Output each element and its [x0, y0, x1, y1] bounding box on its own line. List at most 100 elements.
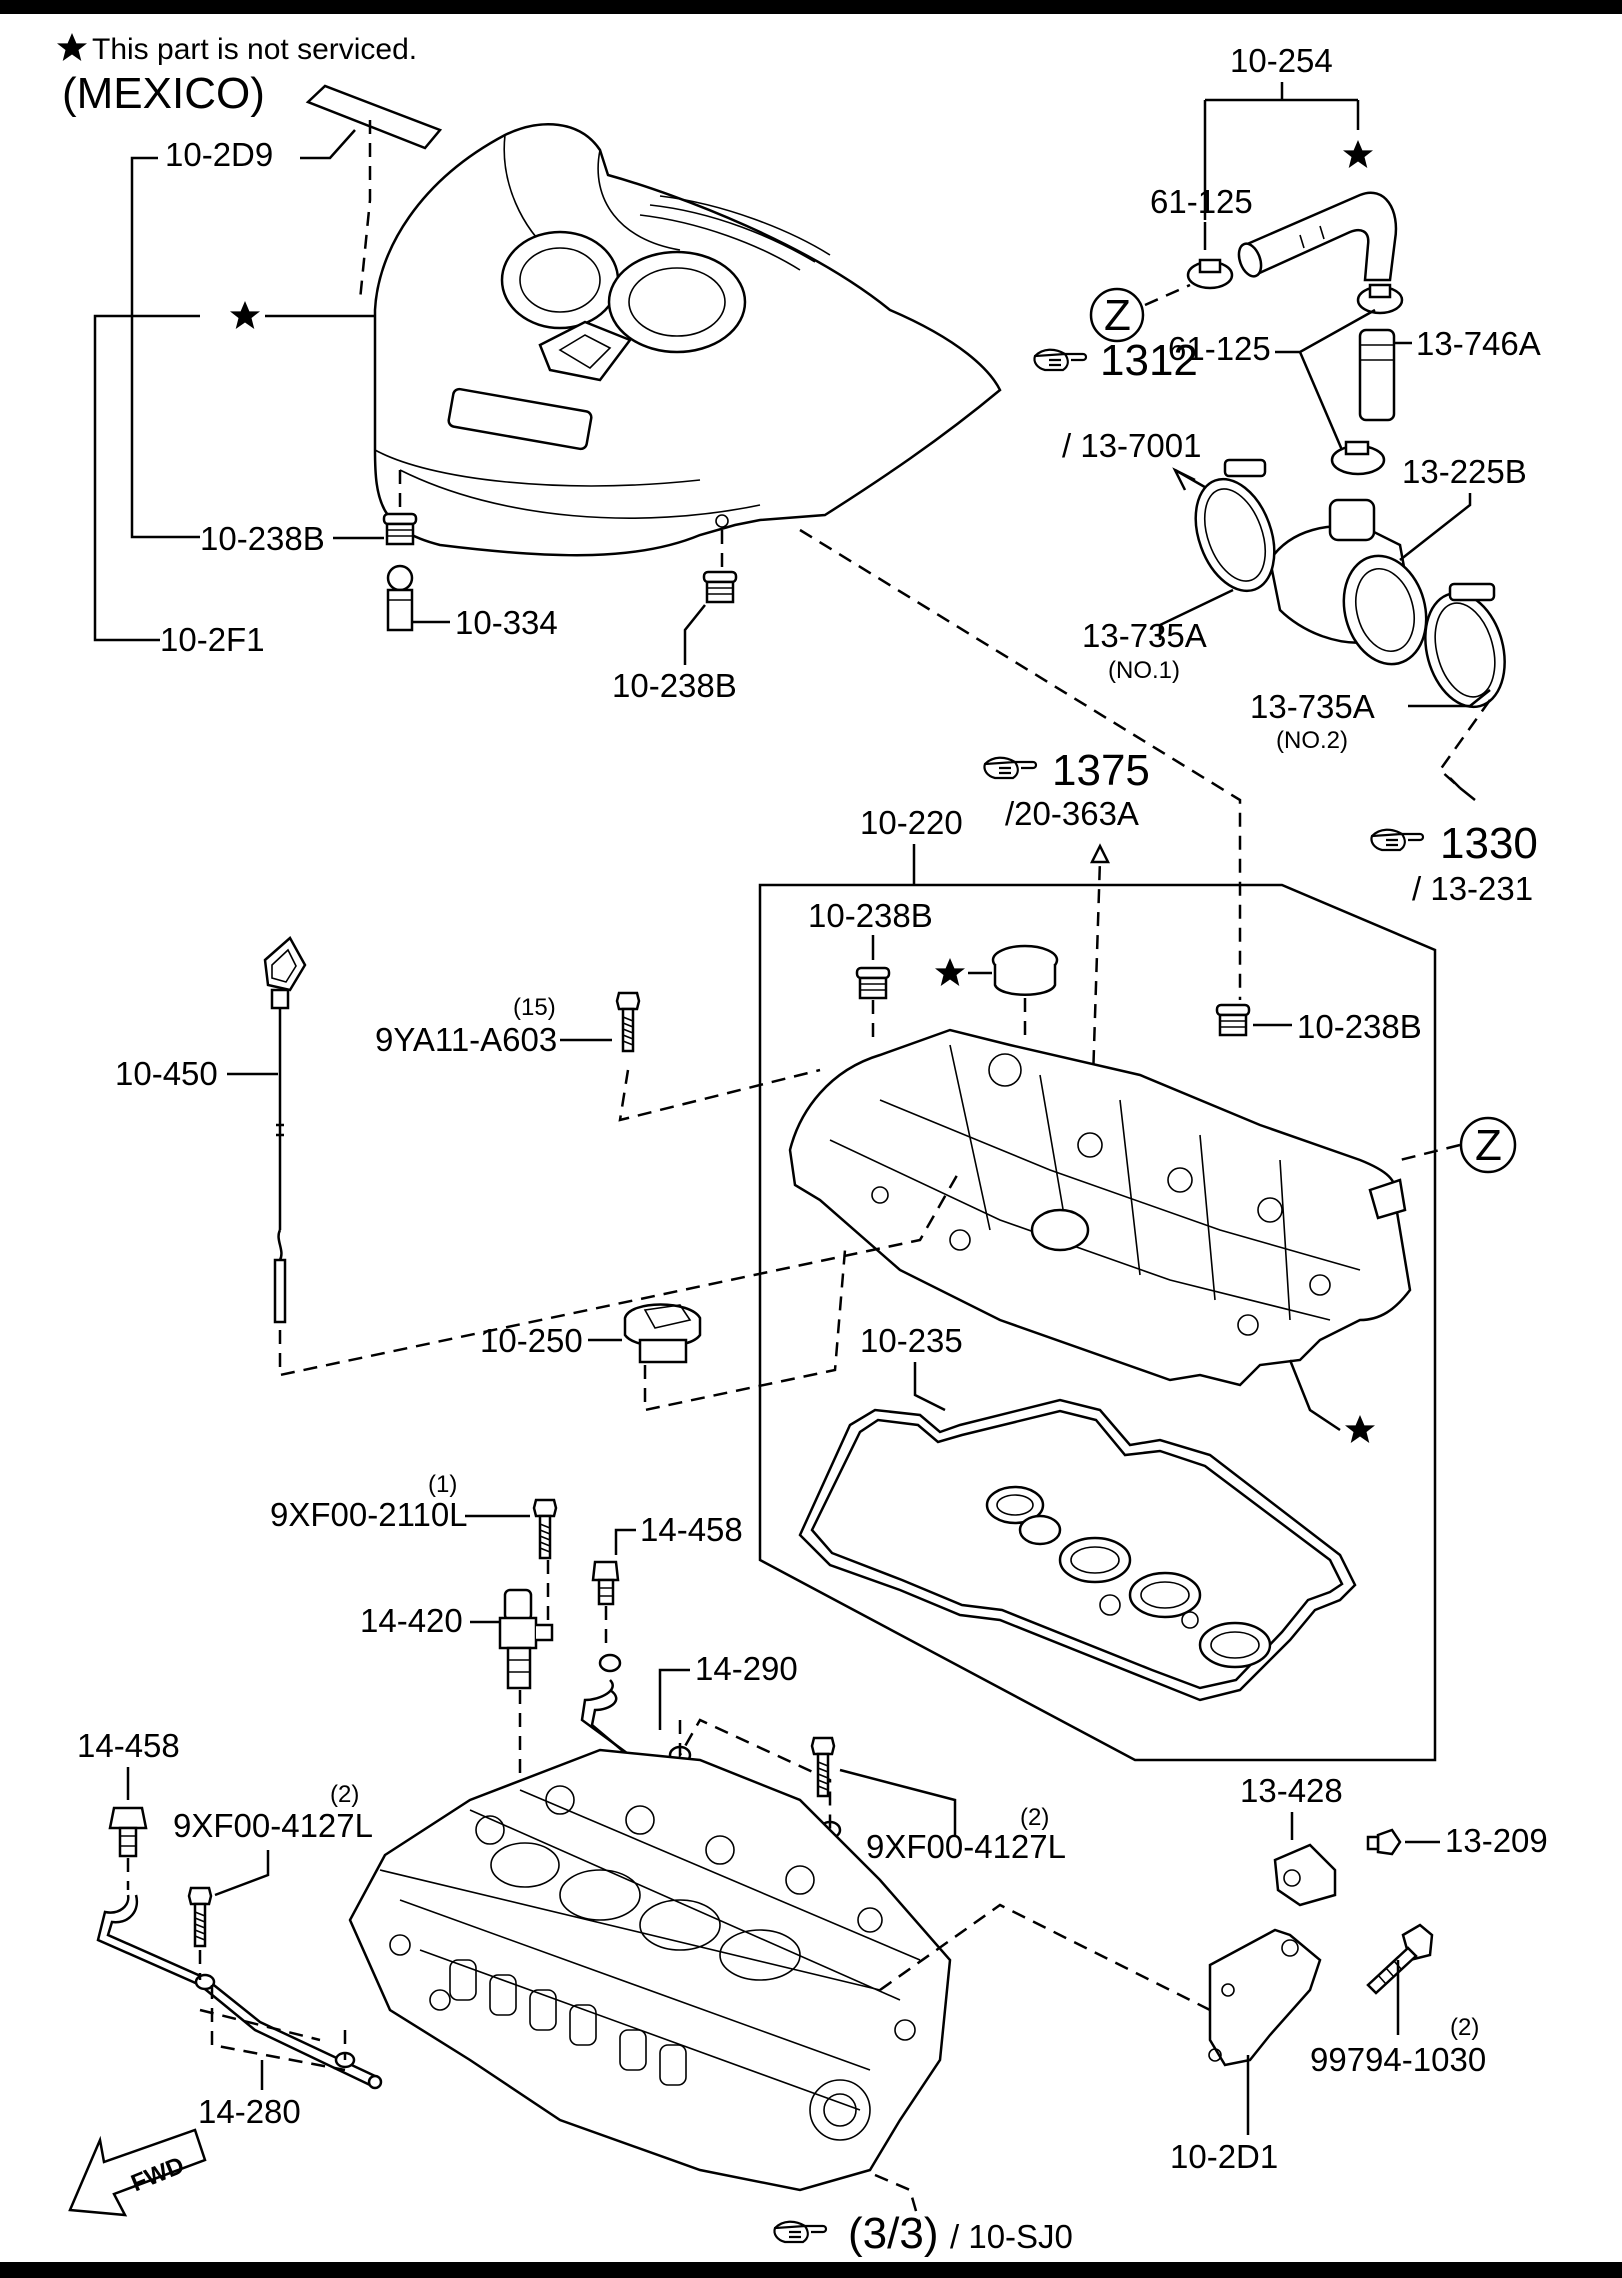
grommet-10-238B-d [1215, 1003, 1251, 1037]
hand-pointer-icon [1370, 828, 1425, 852]
label-10-450: 10-450 [115, 1055, 218, 1092]
label-no1: (NO.1) [1108, 657, 1180, 684]
clamp-61-125-c [1330, 440, 1386, 476]
air-flow-sensor-13-225B [1268, 498, 1428, 666]
grommet-10-238B-b [702, 570, 738, 604]
qty-2b: (2) [1020, 1804, 1049, 1831]
banjo-bolt-14-458-a [591, 1560, 620, 1606]
label-13-735A-no1: 13-735A [1082, 617, 1207, 654]
label-13-735A-no2: 13-735A [1250, 688, 1375, 725]
label-9YA11-A603: 9YA11-A603 [375, 1021, 557, 1058]
ref-1312: 1312 [1100, 336, 1198, 385]
oil-filler-cap-10-250 [623, 1303, 702, 1364]
engine-cover [373, 123, 1002, 557]
label-10-334: 10-334 [455, 604, 558, 641]
label-13-225B: 13-225B [1402, 453, 1527, 490]
label-13-746A: 13-746A [1416, 325, 1541, 362]
clamp-13-735A-no2 [1424, 582, 1506, 709]
fwd-arrow-icon: FWD [68, 2128, 207, 2217]
tube-13-746A [1358, 328, 1396, 422]
qty-2a: (2) [330, 1781, 359, 1808]
star-icon [57, 33, 87, 61]
label-10-2F1: 10-2F1 [160, 621, 265, 658]
region-label: (MEXICO) [62, 69, 265, 118]
bolt-99794-1030 [1366, 1923, 1434, 1995]
label-10-238B-b: 10-238B [612, 667, 737, 704]
head-cover-gasket [798, 1398, 1357, 1702]
bolt-9XF00-2110L [532, 1498, 558, 1560]
zone-z-label: Z [1104, 291, 1131, 340]
bottom-border [0, 2262, 1622, 2278]
bolt-9XF00-4127L-a [187, 1886, 213, 1948]
oil-filler-grommet [991, 944, 1059, 996]
label-14-290: 14-290 [695, 1650, 798, 1687]
star-icon [1345, 1415, 1375, 1443]
oil-dipstick-10-450 [263, 936, 307, 1324]
hand-pointer-icon [773, 2220, 828, 2244]
label-61-125-a: 61-125 [1150, 183, 1253, 220]
bolt-9XF00-4127L-b [810, 1736, 836, 1798]
bracket-13-428 [1273, 1843, 1337, 1907]
label-10-238B-d: 10-238B [1297, 1008, 1422, 1045]
label-10-220: 10-220 [860, 804, 963, 841]
oil-pipe-14-280 [96, 1894, 371, 2087]
ref-1330-sub: / 13-231 [1412, 870, 1533, 907]
label-14-458-a: 14-458 [640, 1511, 743, 1548]
grommet-10-238B-a [382, 512, 418, 546]
label-61-125-b: 61-125 [1168, 330, 1271, 367]
label-14-458-b: 14-458 [77, 1727, 180, 1764]
label-10-2D9: 10-2D9 [165, 136, 273, 173]
star-icon [230, 301, 260, 329]
banjo-bolt-14-458-b [108, 1806, 148, 1858]
not-serviced-note: This part is not serviced. [92, 33, 417, 66]
ref-3-3: (3/3) [848, 2209, 938, 2258]
qty-2c: (2) [1450, 2014, 1479, 2041]
cylinder-head-cover [788, 1028, 1412, 1387]
clamp-61-125-b [1356, 283, 1404, 315]
stud-10-334 [386, 564, 414, 632]
washer [598, 1653, 622, 1673]
zone-circle-z [1089, 287, 1145, 343]
hand-pointer-icon [1033, 348, 1088, 372]
label-no2: (NO.2) [1276, 727, 1348, 754]
ref-1375-sub: /20-363A [1005, 795, 1139, 832]
grommet-10-238B-c [855, 966, 891, 1000]
star-icon [935, 958, 965, 986]
hand-pointer-icon [983, 756, 1038, 780]
ref-1312-sub: / 13-7001 [1062, 427, 1201, 464]
clamp-61-125-a [1186, 258, 1234, 290]
clamp-13-735A-no1 [1194, 458, 1276, 593]
pcv-hose [1237, 191, 1398, 282]
label-9XF00-4127L-b: 9XF00-4127L [866, 1828, 1066, 1865]
label-10-2D1: 10-2D1 [1170, 2138, 1278, 2175]
zone-z-label: Z [1475, 1121, 1502, 1170]
label-14-420: 14-420 [360, 1602, 463, 1639]
label-10-238B-a: 10-238B [200, 520, 325, 557]
label-9XF00-4127L-a: 9XF00-4127L [173, 1807, 373, 1844]
ref-3-3-sub: / 10-SJ0 [950, 2218, 1073, 2255]
label-10-235: 10-235 [860, 1322, 963, 1359]
valve-cover-group-box [758, 844, 1437, 1762]
qty-15: (15) [513, 994, 556, 1021]
label-10-250: 10-250 [480, 1322, 583, 1359]
oil-control-valve-14-420 [498, 1588, 554, 1690]
star-icon [1343, 140, 1373, 168]
label-10-238B-c: 10-238B [808, 897, 933, 934]
emblem-badge [305, 84, 443, 150]
label-9XF00-2110L: 9XF00-2110L [270, 1496, 468, 1533]
cylinder-head [348, 1748, 952, 2192]
label-10-254: 10-254 [1230, 42, 1333, 79]
label-14-280: 14-280 [198, 2093, 301, 2130]
ref-1375: 1375 [1052, 746, 1150, 795]
bolt-9YA11-A603 [615, 991, 641, 1053]
label-99794-1030: 99794-1030 [1310, 2041, 1486, 2078]
ref-1330: 1330 [1440, 819, 1538, 868]
oil-pipe-14-290 [580, 1679, 846, 1862]
label-13-428: 13-428 [1240, 1772, 1343, 1809]
zone-circle-z [1459, 1116, 1517, 1174]
label-13-209: 13-209 [1445, 1822, 1548, 1859]
nut-13-209 [1366, 1828, 1402, 1856]
qty-1: (1) [428, 1471, 457, 1498]
bracket-10-2D1 [1208, 1928, 1322, 2067]
